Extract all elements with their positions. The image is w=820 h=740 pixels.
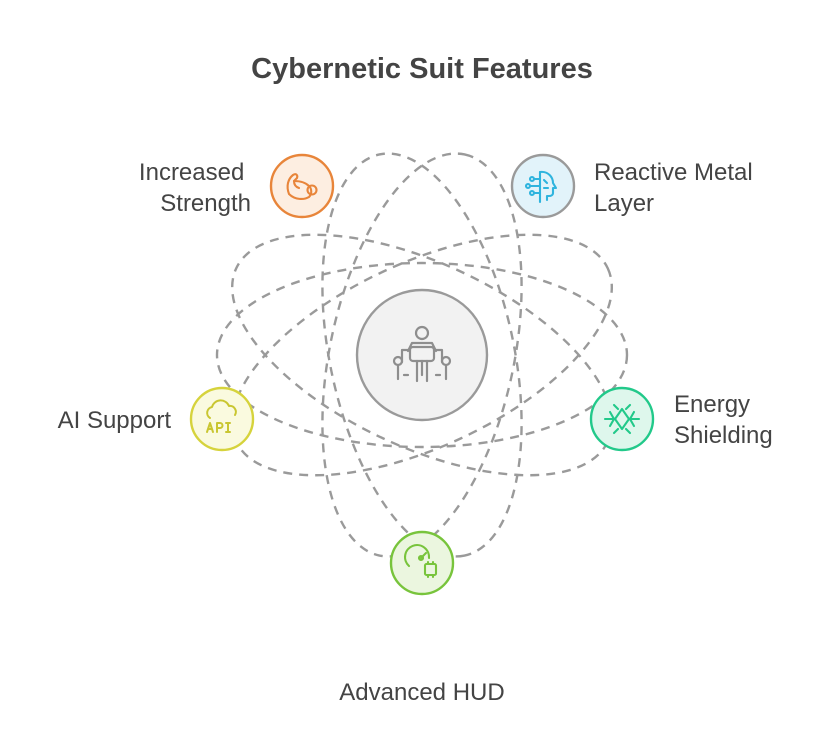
center-hub — [355, 288, 489, 422]
feature-node-energy-shielding: Energy Shielding — [589, 386, 773, 452]
feature-label-line: Increased — [139, 159, 244, 186]
feature-label-line: Advanced HUD — [339, 679, 504, 706]
orbit-vertical-left — [321, 152, 523, 558]
feature-label: AI Support — [58, 407, 172, 434]
gauge-chip-icon — [404, 544, 438, 579]
cloud-api-icon — [206, 399, 237, 433]
orbit-vertical-right — [321, 152, 523, 558]
circuit-head-icon — [524, 170, 558, 204]
feature-label-line: Layer — [594, 190, 654, 217]
feature-circle — [510, 153, 576, 219]
feature-label-line: Shielding — [674, 422, 773, 449]
diagram-title: Cybernetic Suit Features — [251, 53, 593, 85]
feature-label-line: Strength — [160, 190, 251, 217]
feature-node-reactive-metal-layer: Reactive Metal Layer — [510, 153, 759, 219]
feature-label-line: Reactive Metal — [594, 159, 753, 186]
feature-label: Energy Shielding — [674, 391, 773, 449]
feature-label-line: Energy — [674, 391, 750, 418]
orbit-horizontal — [215, 261, 629, 449]
center-circle — [355, 288, 489, 422]
feature-circle — [269, 153, 335, 219]
feature-label-line: AI Support — [58, 407, 172, 434]
feature-label: Reactive Metal Layer — [594, 159, 759, 217]
shield-burst-icon — [603, 403, 641, 435]
feature-circle — [189, 386, 255, 452]
feature-label: Advanced HUD — [339, 679, 504, 706]
feature-label: Increased Strength — [139, 159, 251, 217]
feature-circle — [589, 386, 655, 452]
feature-node-ai-support: AI Support — [58, 386, 255, 452]
feature-circle — [389, 530, 455, 596]
cyborg-suit-icon — [392, 325, 452, 383]
feature-node-increased-strength: Increased Strength — [139, 153, 335, 219]
feature-node-advanced-hud: Advanced HUD — [339, 530, 505, 706]
flexed-arm-icon — [286, 173, 318, 201]
